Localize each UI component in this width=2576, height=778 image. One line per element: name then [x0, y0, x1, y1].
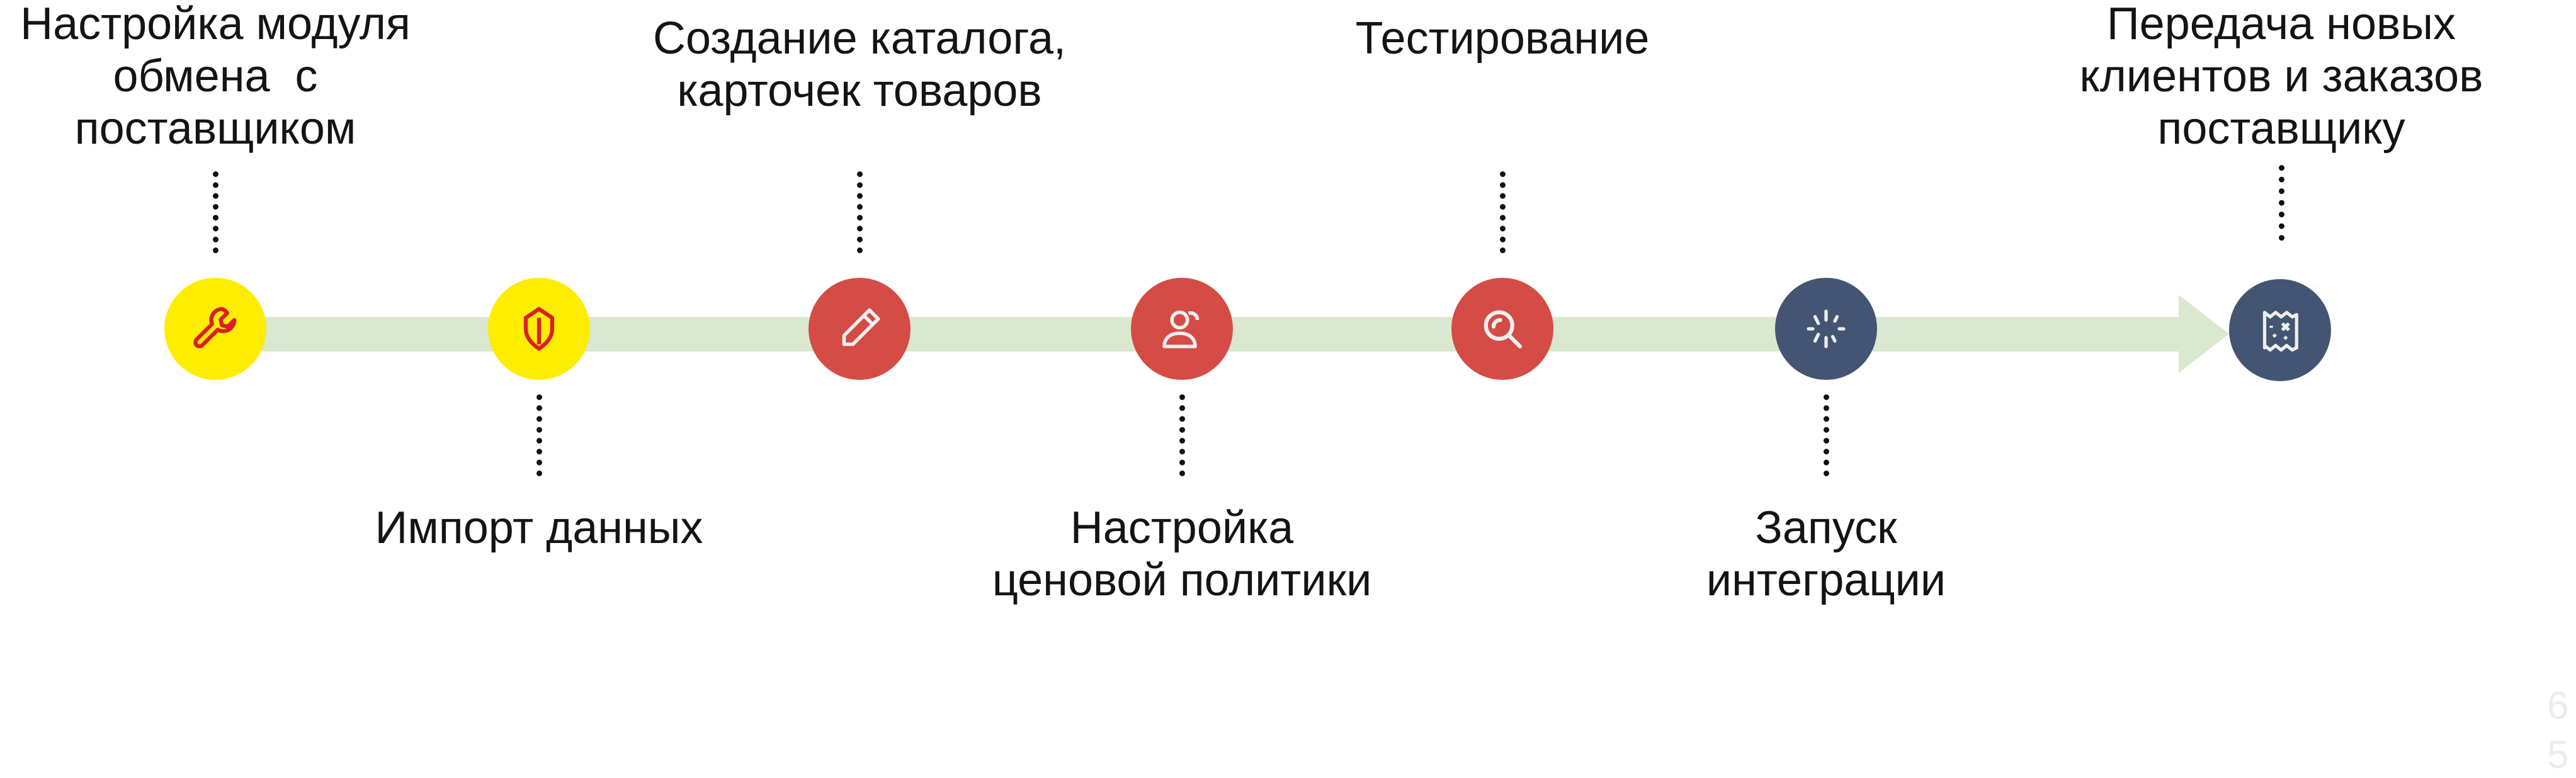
step-label-line: ценовой политики: [992, 555, 1372, 605]
step-node-1: [164, 278, 266, 380]
shield-icon: [523, 307, 555, 351]
connector-dots: [536, 394, 542, 476]
step-label-line: Создание каталога,: [652, 13, 1067, 64]
step-node-5: [1451, 278, 1553, 380]
step-label-line: поставщиком: [74, 103, 356, 154]
step-label-6: Запуск интеграции: [1606, 502, 2046, 607]
step-label-5: Тестирование: [1282, 13, 1723, 65]
pencil-icon: [842, 308, 880, 346]
step-label-line: поставщику: [2157, 103, 2405, 154]
connector-dots: [1179, 394, 1185, 476]
step-label-1: Настройка модуля обмена с поставщиком: [0, 0, 436, 155]
step-label-line: Импорт данных: [375, 503, 703, 553]
timeline-arrowhead: [2179, 295, 2229, 373]
step-label-line: Тестирование: [1355, 13, 1650, 64]
step-label-4: Настройка ценовой политики: [962, 502, 1402, 607]
step-node-7: [2229, 279, 2331, 381]
step-label-line: интеграции: [1706, 555, 1946, 605]
step-label-line: Настройка модуля: [20, 0, 411, 49]
step-label-7: Передача новых клиентов и заказов постав…: [2061, 0, 2502, 155]
step-node-3: [809, 278, 911, 380]
users-icon: [1162, 310, 1200, 348]
connector-dots: [857, 171, 863, 253]
step-label-line: Настройка: [1070, 503, 1294, 553]
connector-dots: [213, 171, 218, 253]
step-label-2: Импорт данных: [319, 502, 759, 554]
page-number-digit: 6: [2547, 684, 2569, 728]
step-label-line: клиентов и заказов: [2079, 51, 2483, 101]
step-node-6: [1775, 278, 1877, 380]
step-label-line: обмена с: [113, 51, 318, 101]
step-label-line: Передача новых: [2106, 0, 2456, 49]
step-node-2: [488, 278, 590, 380]
step-node-4: [1131, 278, 1233, 380]
connector-dots: [1824, 394, 1829, 476]
step-label-line: карточек товаров: [677, 66, 1042, 116]
wrench-icon: [193, 307, 237, 348]
step-label-3: Создание каталога, карточек товаров: [639, 13, 1080, 117]
connector-dots: [2279, 165, 2284, 241]
step-label-line: Запуск: [1755, 503, 1897, 553]
search-icon: [1484, 310, 1523, 349]
connector-dots: [1500, 171, 1506, 253]
page-number-digit: 5: [2547, 733, 2569, 777]
map-icon: [2262, 311, 2298, 352]
loading-icon: [1807, 309, 1846, 348]
